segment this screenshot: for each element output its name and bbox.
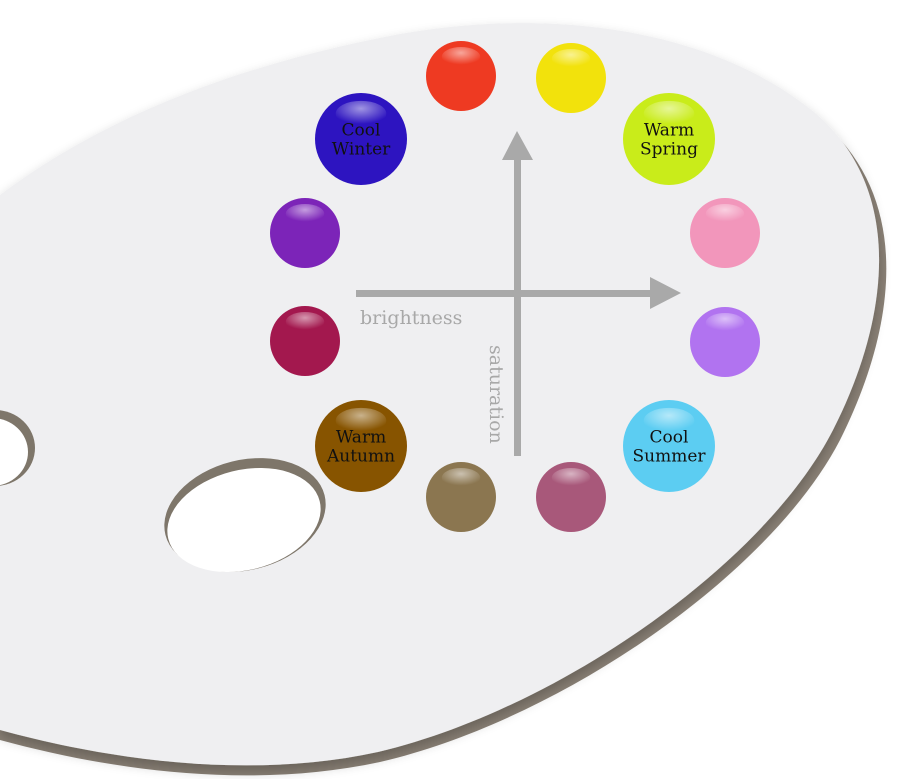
swatch-lavender (690, 307, 760, 377)
swatch-label-line: Autumn (326, 447, 395, 467)
swatch-pink (690, 198, 760, 268)
brightness-axis-arrow (356, 277, 681, 309)
swatch-label-line: Warm (644, 121, 694, 141)
swatch-olive (426, 462, 496, 532)
swatch-label-line: Summer (632, 447, 706, 467)
swatch-label-line: Spring (640, 140, 698, 160)
swatch-highlight (335, 100, 387, 127)
swatch-highlight (705, 203, 745, 224)
saturation-axis-label: saturation (485, 345, 507, 444)
swatch-label-line: Warm (336, 428, 386, 448)
saturation-axis-arrow (502, 131, 533, 456)
swatch-magenta (270, 306, 340, 376)
swatch-purple (270, 198, 340, 268)
swatch-label-line: Winter (332, 140, 391, 160)
swatch-mauve (536, 462, 606, 532)
axes: brightness saturation (356, 131, 681, 456)
palette-surface (0, 23, 880, 766)
swatch-highlight (441, 46, 481, 67)
swatch-yellow (536, 43, 606, 113)
swatch-highlight (285, 203, 325, 224)
swatch-highlight (441, 467, 481, 488)
palette-board (0, 23, 887, 776)
swatch-highlight (705, 312, 745, 333)
swatch-highlight (551, 467, 591, 488)
swatch-highlight (285, 311, 325, 332)
brightness-axis-label: brightness (360, 307, 462, 329)
swatch-label-line: Cool (650, 428, 689, 448)
swatch-label-line: Cool (342, 121, 381, 141)
swatch-highlight (643, 100, 695, 127)
swatch-highlight (551, 48, 591, 69)
swatch-highlight (335, 407, 387, 434)
palette-side-hole (0, 410, 35, 486)
swatch-red (426, 41, 496, 111)
swatch-highlight (643, 407, 695, 434)
palette-thumb-hole (164, 458, 326, 573)
